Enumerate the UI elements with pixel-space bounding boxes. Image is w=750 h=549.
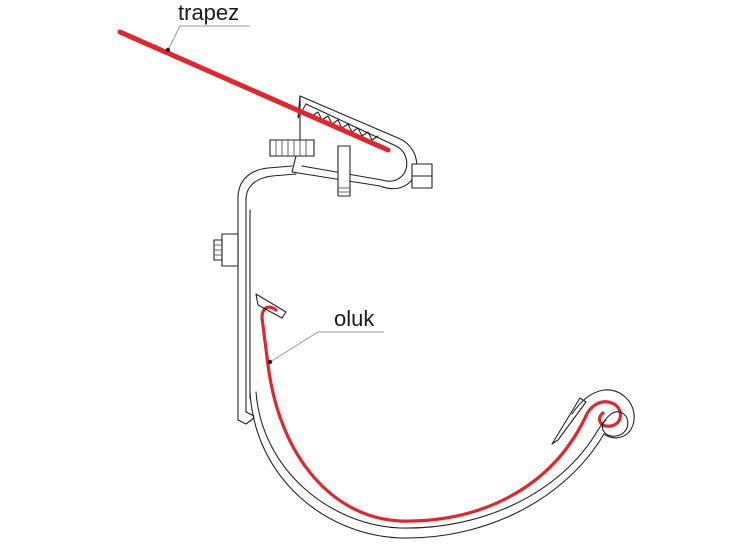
strap-bolt bbox=[213, 233, 239, 267]
oluk-callout: oluk bbox=[267, 306, 384, 365]
trapez-callout: trapez bbox=[165, 0, 250, 53]
gutter-back-hook bbox=[255, 293, 287, 319]
label-trapez: trapez bbox=[178, 0, 239, 25]
gutter-back-edge bbox=[260, 305, 278, 367]
gutter-bead bbox=[551, 389, 635, 445]
trapez-sheet bbox=[117, 29, 391, 153]
bracket-strap bbox=[237, 165, 297, 425]
label-oluk: oluk bbox=[334, 306, 375, 331]
gutter-red-line bbox=[266, 363, 622, 523]
gutter-shell bbox=[249, 391, 605, 539]
